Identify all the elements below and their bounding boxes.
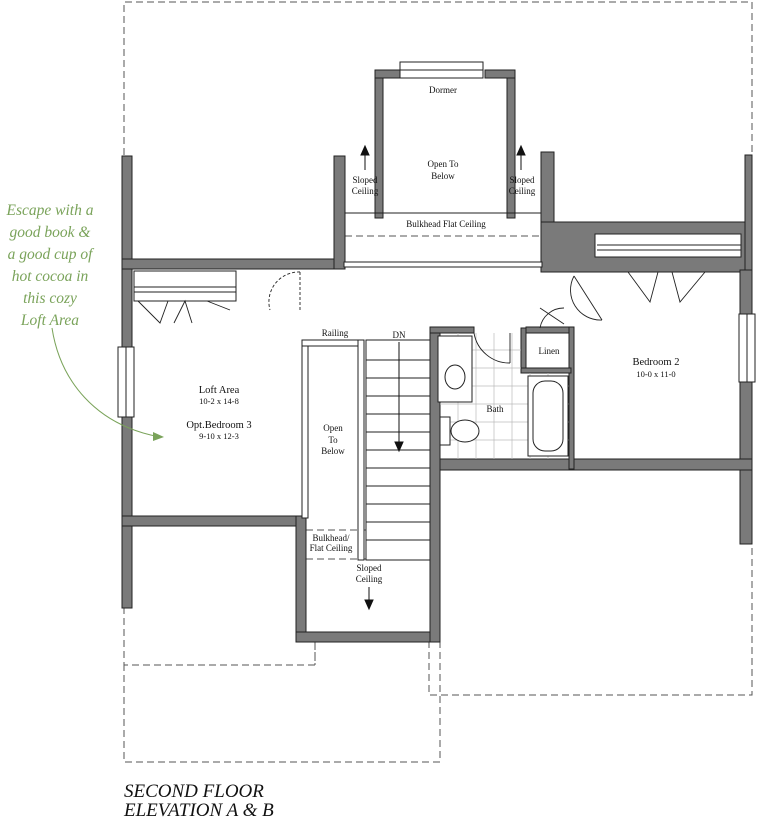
- floor-title: SECOND FLOOR ELEVATION A & B: [124, 782, 274, 820]
- bulkhead2-1: Bulkhead/: [313, 533, 350, 543]
- callout-line: a good cup of: [7, 246, 93, 263]
- callout-line: this cozy: [23, 290, 77, 307]
- bath-label: Bath: [487, 404, 504, 414]
- callout-line: Loft Area: [20, 312, 80, 329]
- bedroom2-name: Bedroom 2: [633, 357, 680, 368]
- linen-label: Linen: [539, 346, 560, 356]
- callout-line: good book &: [9, 224, 91, 241]
- arrow-down-icon: [394, 441, 404, 453]
- sloped-left-1: Sloped: [352, 175, 378, 185]
- callout-arrow: [51, 327, 164, 441]
- open-mid-1: Open: [323, 423, 343, 433]
- doors: [137, 271, 706, 364]
- bulkhead-flat-label: Bulkhead Flat Ceiling: [406, 219, 486, 229]
- walls: [121, 69, 753, 643]
- callout-line: hot cocoa in: [11, 268, 89, 285]
- arrows: [360, 144, 526, 611]
- stair-treads: [366, 359, 430, 541]
- dormer-label: Dormer: [429, 85, 457, 95]
- dn-label: DN: [393, 330, 406, 340]
- loft-callout: Escape with a good book & a good cup of …: [0, 200, 100, 332]
- bath-fixtures: [437, 335, 569, 457]
- callout-line: Escape with a: [6, 202, 94, 219]
- windows: [117, 61, 756, 418]
- room-labels: Dormer Open To Below Sloped Ceiling Slop…: [186, 85, 679, 584]
- sloped-right-2: Ceiling: [509, 186, 536, 196]
- opt-bedroom-name: Opt.Bedroom 3: [186, 420, 251, 431]
- loft-name: Loft Area: [199, 385, 240, 396]
- toilet-icon: [450, 419, 480, 443]
- railing-label: Railing: [322, 328, 349, 338]
- open-mid-3: Below: [321, 446, 345, 456]
- sloped-bottom-1: Sloped: [356, 563, 382, 573]
- floor-title-line1: SECOND FLOOR: [124, 781, 264, 802]
- arrow-up-icon: [516, 144, 526, 156]
- sloped-left-2: Ceiling: [352, 186, 379, 196]
- bulkhead2-2: Flat Ceiling: [310, 543, 353, 553]
- sink-icon: [444, 364, 466, 390]
- bedroom2-dims: 10-0 x 11-0: [636, 369, 675, 379]
- sloped-right-1: Sloped: [509, 175, 535, 185]
- open-below-top-1: Open To: [428, 159, 459, 169]
- open-mid-2: To: [328, 435, 338, 445]
- loft-dims: 10-2 x 14-8: [199, 396, 239, 406]
- opt-bedroom-dims: 9-10 x 12-3: [199, 431, 239, 441]
- floor-title-line2: ELEVATION A & B: [124, 800, 274, 821]
- sloped-bottom-2: Ceiling: [356, 574, 383, 584]
- arrow-up-icon: [360, 144, 370, 156]
- toilet-tank: [439, 416, 451, 446]
- arrow-down-icon: [364, 599, 374, 611]
- open-below-top-2: Below: [431, 171, 455, 181]
